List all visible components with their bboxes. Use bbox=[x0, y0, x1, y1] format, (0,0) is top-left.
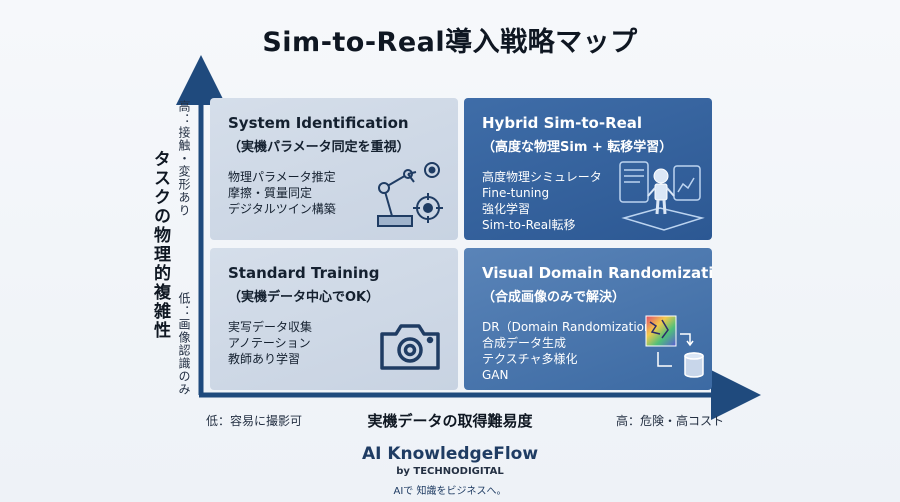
list-item: GAN bbox=[482, 368, 509, 382]
brand-tagline: AIで 知識をビジネスへ。 bbox=[393, 486, 507, 497]
quadrant-heading: System Identification bbox=[228, 114, 409, 132]
x-axis-high-label: 高：危険・高コスト bbox=[616, 414, 725, 428]
robot-arm-gear-icon bbox=[377, 162, 443, 227]
quadrant-items: 高度物理シミュレータ Fine-tuning 強化学習 Sim-to-Real転… bbox=[482, 169, 712, 233]
list-item: 強化学習 bbox=[482, 202, 531, 216]
quadrant-standard-training: Standard Training （実機データ中心でOK） 実写データ収集 ア… bbox=[210, 248, 458, 390]
list-item: 実写データ収集 bbox=[228, 320, 313, 334]
y-axis-title: タスクの物理的複雑性 bbox=[150, 150, 170, 340]
quadrant-subheading: （高度な物理Sim + 転移学習） bbox=[482, 140, 673, 155]
y-axis-low-label: 低：画像認識のみ bbox=[177, 292, 191, 396]
list-item: テクスチャ多様化 bbox=[482, 352, 578, 366]
x-axis-title: 実機データの取得難易度 bbox=[367, 412, 533, 430]
quadrant-hybrid-sim-to-real: Hybrid Sim-to-Real （高度な物理Sim + 転移学習） 高度物… bbox=[464, 98, 712, 240]
list-item: 教師あり学習 bbox=[228, 352, 301, 366]
x-axis-low-label: 低：容易に撮影可 bbox=[206, 414, 303, 428]
quadrant-subheading: （実機データ中心でOK） bbox=[228, 290, 380, 305]
list-item: Sim-to-Real転移 bbox=[482, 218, 576, 232]
quadrant-items: 物理パラメータ推定 摩擦・質量同定 デジタルツイン構築 bbox=[228, 169, 458, 217]
list-item: アノテーション bbox=[228, 336, 311, 350]
quadrant-items: DR（Domain Randomization） 合成データ生成 テクスチャ多様… bbox=[482, 319, 712, 383]
brand-byline: by TECHNODIGITAL bbox=[396, 466, 504, 477]
brand-name: AI KnowledgeFlow bbox=[361, 444, 539, 464]
quadrant-heading: Visual Domain Randomization bbox=[482, 264, 712, 282]
list-item: DR（Domain Randomization） bbox=[482, 320, 664, 334]
list-item: 摩擦・質量同定 bbox=[228, 186, 313, 200]
quadrant-items: 実写データ収集 アノテーション 教師あり学習 bbox=[228, 319, 458, 367]
quadrant-subheading: （実機パラメータ同定を重視） bbox=[228, 140, 410, 155]
quadrant-heading: Standard Training bbox=[228, 264, 380, 282]
randomized-texture-icon bbox=[645, 315, 704, 378]
camera-icon bbox=[380, 324, 440, 370]
page-title: Sim-to-Real導入戦略マップ bbox=[262, 27, 638, 58]
list-item: 高度物理シミュレータ bbox=[482, 170, 602, 184]
list-item: Fine-tuning bbox=[482, 186, 550, 200]
list-item: 合成データ生成 bbox=[482, 336, 567, 350]
quadrant-heading: Hybrid Sim-to-Real bbox=[482, 114, 643, 132]
list-item: デジタルツイン構築 bbox=[228, 202, 336, 216]
quadrant-visual-domain-randomization: Visual Domain Randomization （合成画像のみで解決） … bbox=[464, 248, 712, 390]
quadrant-system-identification: System Identification （実機パラメータ同定を重視） 物理パ… bbox=[210, 98, 458, 240]
list-item: 物理パラメータ推定 bbox=[228, 170, 336, 184]
robot-simulation-icon bbox=[619, 161, 705, 231]
quadrant-subheading: （合成画像のみで解決） bbox=[482, 290, 626, 305]
y-axis-high-label: 高：接触・変形あり bbox=[177, 100, 191, 217]
